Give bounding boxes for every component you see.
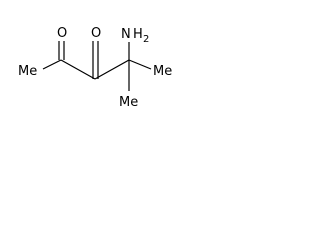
amino-hydrogen-label: H	[133, 27, 143, 42]
methyl-bottom-label: Me	[119, 95, 138, 110]
bond-me-left-c1	[42, 59, 62, 70]
methyl-right-label: Me	[153, 64, 172, 79]
oxygen-label-2: O	[91, 26, 101, 41]
methyl-left-label: Me	[18, 64, 37, 79]
oxygen-label-1: O	[57, 26, 67, 41]
bond-c2-c3	[94, 59, 130, 80]
atom-labels: O O N H 2 Me Me Me	[18, 26, 172, 110]
structural-formula: O O N H 2 Me Me Me	[18, 26, 172, 110]
bond-c1-c2	[60, 59, 96, 80]
bond-c3-me-right	[128, 59, 152, 70]
amino-nitrogen-label: N	[121, 27, 131, 42]
bonds	[42, 41, 152, 91]
amino-hydrogen-count: 2	[143, 34, 149, 45]
